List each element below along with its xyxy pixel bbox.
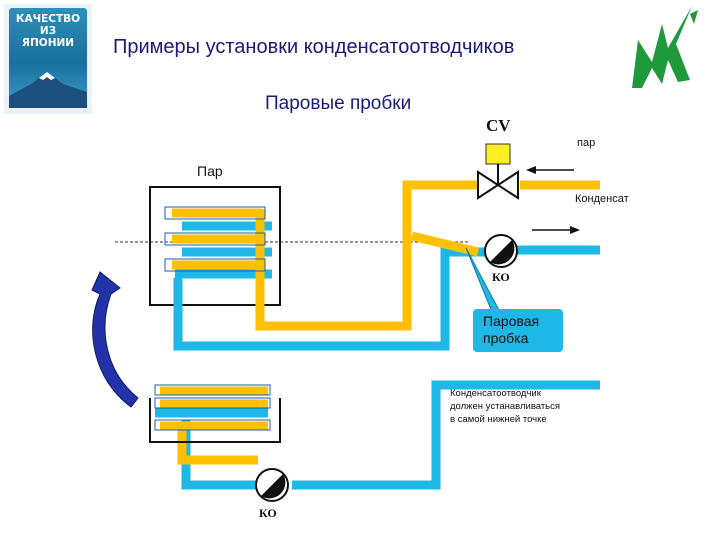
cv-label: CV: [486, 116, 511, 135]
note-line-3: в самой нижней точке: [450, 414, 547, 425]
page-title: Примеры установки конденсатоотводчиков: [113, 36, 515, 58]
condensate-label: Конденсат: [575, 193, 629, 205]
logo-line-2: ИЗ: [39, 25, 57, 37]
lower-condensate-outlet: [292, 380, 600, 490]
logo-badge: КАЧЕСТВО ИЗ ЯПОНИИ: [9, 8, 87, 108]
lower-exchanger-housing: [149, 398, 281, 443]
steam-lock-callout: Паровая пробка: [473, 309, 563, 352]
note-line-1: Конденсатоотводчик: [450, 388, 541, 399]
steam-pipes: [160, 180, 600, 465]
condensate-flow-arrow: [532, 226, 580, 234]
installation-note: Конденсатоотводчик должен устанавливатьс…: [450, 387, 610, 426]
lower-trap-label: КО: [259, 506, 277, 520]
diagram-subtitle: Паровые пробки: [265, 93, 412, 114]
company-logo-icon: [632, 6, 698, 88]
curved-arrow-icon: [91, 271, 139, 408]
mountain-icon: [9, 72, 87, 108]
logo-quality-japan: КАЧЕСТВО ИЗ ЯПОНИИ: [4, 4, 92, 114]
lower-steam-trap-icon: [255, 468, 289, 502]
note-line-2: должен устанавливаться: [450, 401, 561, 412]
lower-steam-line: [177, 430, 258, 465]
coil-outlines: [154, 206, 271, 431]
logo-line-3: ЯПОНИИ: [21, 37, 75, 49]
steam-flow-arrow: [526, 166, 574, 174]
logo-line-1: КАЧЕСТВО: [15, 13, 81, 25]
control-valve-icon: [477, 143, 519, 200]
upper-exchanger-housing: [149, 186, 281, 306]
steam-label-right: пар: [577, 137, 596, 149]
upper-steam-line: [255, 180, 478, 331]
callout-line-2: пробка: [483, 330, 529, 346]
upper-steam-trap-icon: [484, 234, 518, 268]
steam-label-left: Пар: [197, 163, 223, 179]
upper-trap-label: КО: [492, 270, 510, 284]
callout-line-1: Паровая: [483, 313, 540, 329]
